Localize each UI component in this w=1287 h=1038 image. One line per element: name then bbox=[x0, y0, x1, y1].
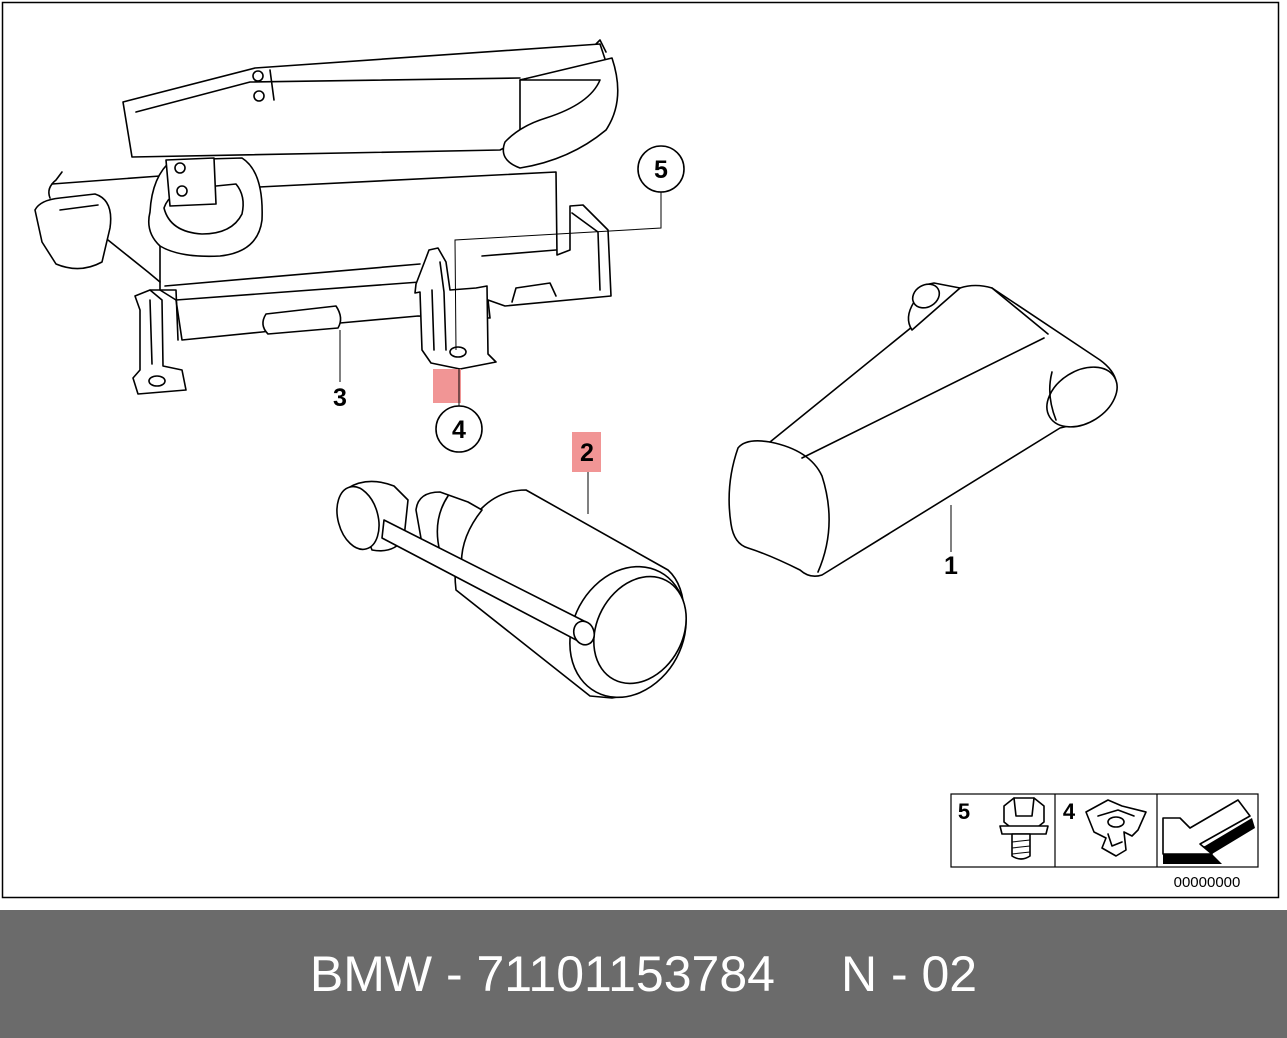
footer-page-code: N - 02 bbox=[840, 946, 978, 1002]
callout-label-4: 4 bbox=[452, 416, 466, 444]
highlight-part-2 bbox=[572, 432, 601, 472]
footer-part-number: BMW - 71101153784 bbox=[309, 946, 775, 1002]
legend-label-4: 4 bbox=[1063, 799, 1076, 824]
canister-part-2 bbox=[336, 480, 687, 699]
bolt-icon bbox=[999, 797, 1049, 860]
callout-label-2: 2 bbox=[580, 439, 594, 467]
diagram-code: 00000000 bbox=[1174, 874, 1241, 891]
callout-label-5: 5 bbox=[654, 156, 668, 184]
parts-diagram: 5 4 3 2 1 5 4 00000000 bbox=[1, 1, 1280, 899]
clip-nut-icon bbox=[1085, 799, 1147, 857]
callout-circle-4 bbox=[435, 405, 483, 453]
highlight-part-4 bbox=[433, 369, 461, 403]
bracket-assembly-part-3 bbox=[34, 39, 619, 395]
leader-lines bbox=[339, 192, 952, 552]
arrow-icon bbox=[1162, 799, 1255, 864]
cushion-part-1 bbox=[728, 282, 1118, 577]
footer-bar: BMW - 71101153784 N - 02 bbox=[0, 910, 1287, 1038]
fastener-legend: 5 4 bbox=[950, 793, 1259, 868]
callout-label-1: 1 bbox=[944, 552, 958, 580]
callout-circle-5 bbox=[637, 145, 685, 193]
legend-label-5: 5 bbox=[958, 799, 970, 824]
callout-label-3: 3 bbox=[333, 384, 347, 412]
